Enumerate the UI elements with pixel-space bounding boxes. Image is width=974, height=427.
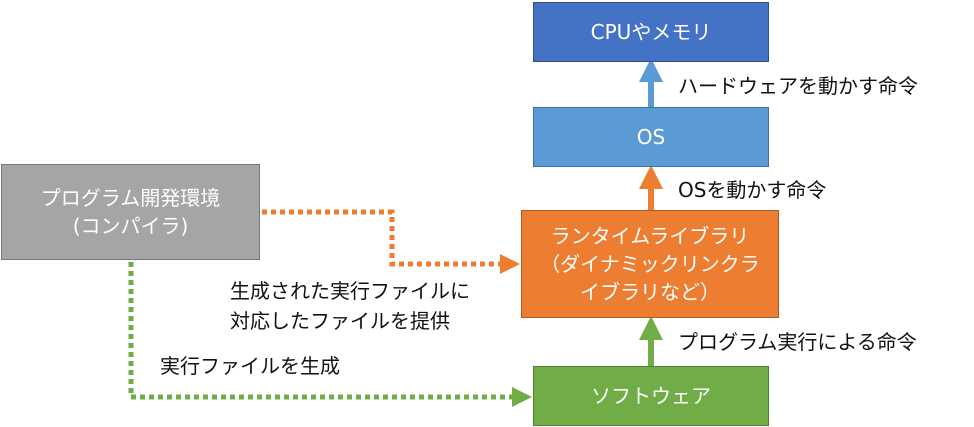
runtime-label-line-2: （ダイナミックリンクラ — [540, 252, 760, 276]
os-command-label: OSを動かす命令 — [678, 178, 827, 202]
generate-file-label: 実行ファイルを生成 — [160, 354, 340, 378]
program-command-label: プログラム実行による命令 — [678, 330, 917, 354]
provide-file-line-1: 生成された実行ファイルに — [230, 279, 470, 303]
runtime-label-line-1: ランタイムライブラリ — [550, 224, 750, 248]
cpu-memory-label: CPUやメモリ — [590, 20, 712, 44]
provide-file-label: 生成された実行ファイルに 対応したファイルを提供 — [230, 276, 470, 336]
runtime-library-node: ランタイムライブラリ （ダイナミックリンクラ イブラリなど） — [521, 210, 779, 318]
os-label: OS — [636, 125, 666, 149]
provide-file-line-2: 対応したファイルを提供 — [230, 309, 450, 333]
hardware-command-label: ハードウェアを動かす命令 — [678, 74, 918, 98]
devenv-to-software-arrow — [128, 262, 532, 407]
runtime-label-line-3: イブラリなど） — [579, 280, 720, 304]
devenv-to-runtime-arrow — [262, 209, 520, 274]
dev-env-label-line-2: (コンパイラ) — [72, 214, 189, 238]
software-label: ソフトウェア — [591, 384, 711, 408]
dev-env-label-line-1: プログラム開発環境 — [40, 186, 221, 210]
software-node: ソフトウェア — [533, 366, 769, 426]
dev-environment-node: プログラム開発環境 (コンパイラ) — [1, 164, 260, 260]
cpu-memory-node: CPUやメモリ — [533, 2, 769, 62]
os-node: OS — [533, 107, 769, 167]
